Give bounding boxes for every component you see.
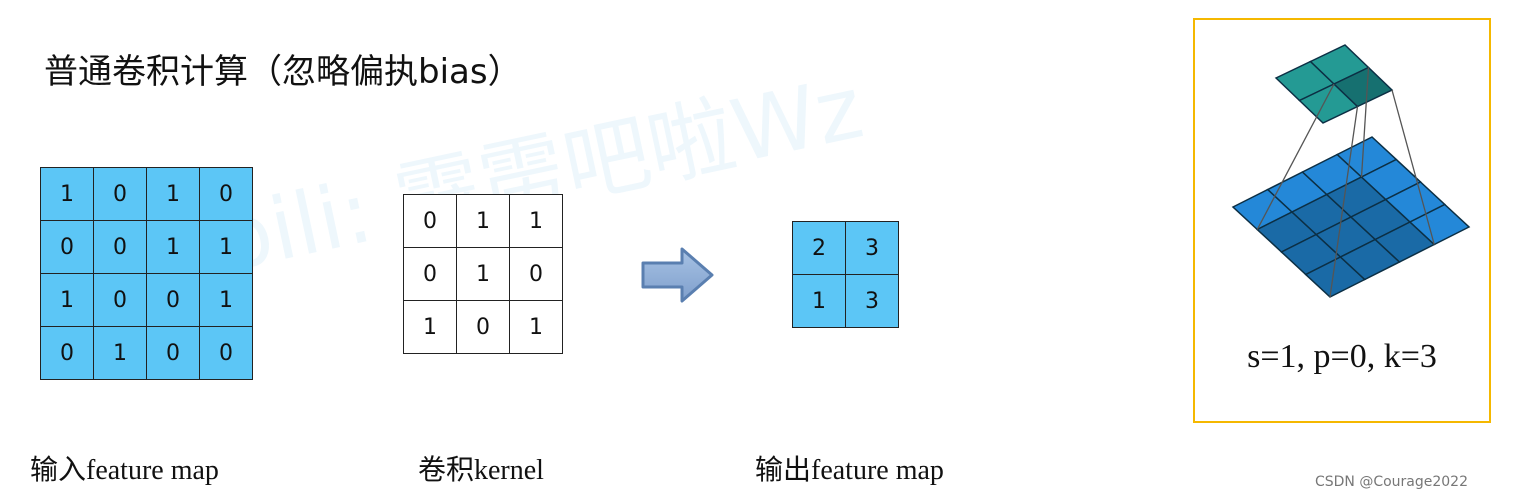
cell: 1 <box>509 300 563 354</box>
cell: 1 <box>40 167 94 221</box>
cell: 0 <box>93 167 147 221</box>
cell: 1 <box>403 300 457 354</box>
cell: 1 <box>456 194 510 248</box>
cell: 1 <box>509 194 563 248</box>
cell: 1 <box>40 273 94 327</box>
cell: 0 <box>456 300 510 354</box>
cell: 0 <box>199 167 253 221</box>
cell: 1 <box>146 220 200 274</box>
credit-text: CSDN @Courage2022 <box>1314 474 1468 490</box>
cell: 1 <box>792 274 846 328</box>
cell: 0 <box>93 273 147 327</box>
cell: 3 <box>845 274 899 328</box>
page-title: 普通卷积计算（忽略偏执bias） <box>44 52 522 92</box>
cell: 0 <box>403 247 457 301</box>
projection-line <box>1391 89 1435 245</box>
illustration-caption: s=1, p=0, k=3 <box>1247 338 1437 375</box>
cell: 1 <box>199 273 253 327</box>
cell: 1 <box>456 247 510 301</box>
input-label: 输入feature map <box>30 455 219 486</box>
cell: 0 <box>403 194 457 248</box>
input-cell <box>1408 203 1471 246</box>
convolution-illustration-panel: s=1, p=0, k=3 <box>1193 18 1491 423</box>
cell: 1 <box>93 326 147 380</box>
output-label: 输出feature map <box>755 455 944 486</box>
projection-line <box>1360 67 1370 178</box>
cell: 1 <box>199 220 253 274</box>
cell: 0 <box>146 273 200 327</box>
projection-line <box>1329 106 1359 298</box>
cell: 3 <box>845 221 899 275</box>
right-arrow-icon <box>641 247 714 303</box>
cell: 0 <box>40 220 94 274</box>
cell: 0 <box>93 220 147 274</box>
cell: 0 <box>40 326 94 380</box>
projection-line <box>1256 83 1335 230</box>
cell: 1 <box>146 167 200 221</box>
cell: 0 <box>146 326 200 380</box>
kernel-label: 卷积kernel <box>418 455 544 486</box>
convolution-3d-illustration <box>1231 44 1471 298</box>
cell: 0 <box>509 247 563 301</box>
cell: 0 <box>199 326 253 380</box>
cell: 2 <box>792 221 846 275</box>
